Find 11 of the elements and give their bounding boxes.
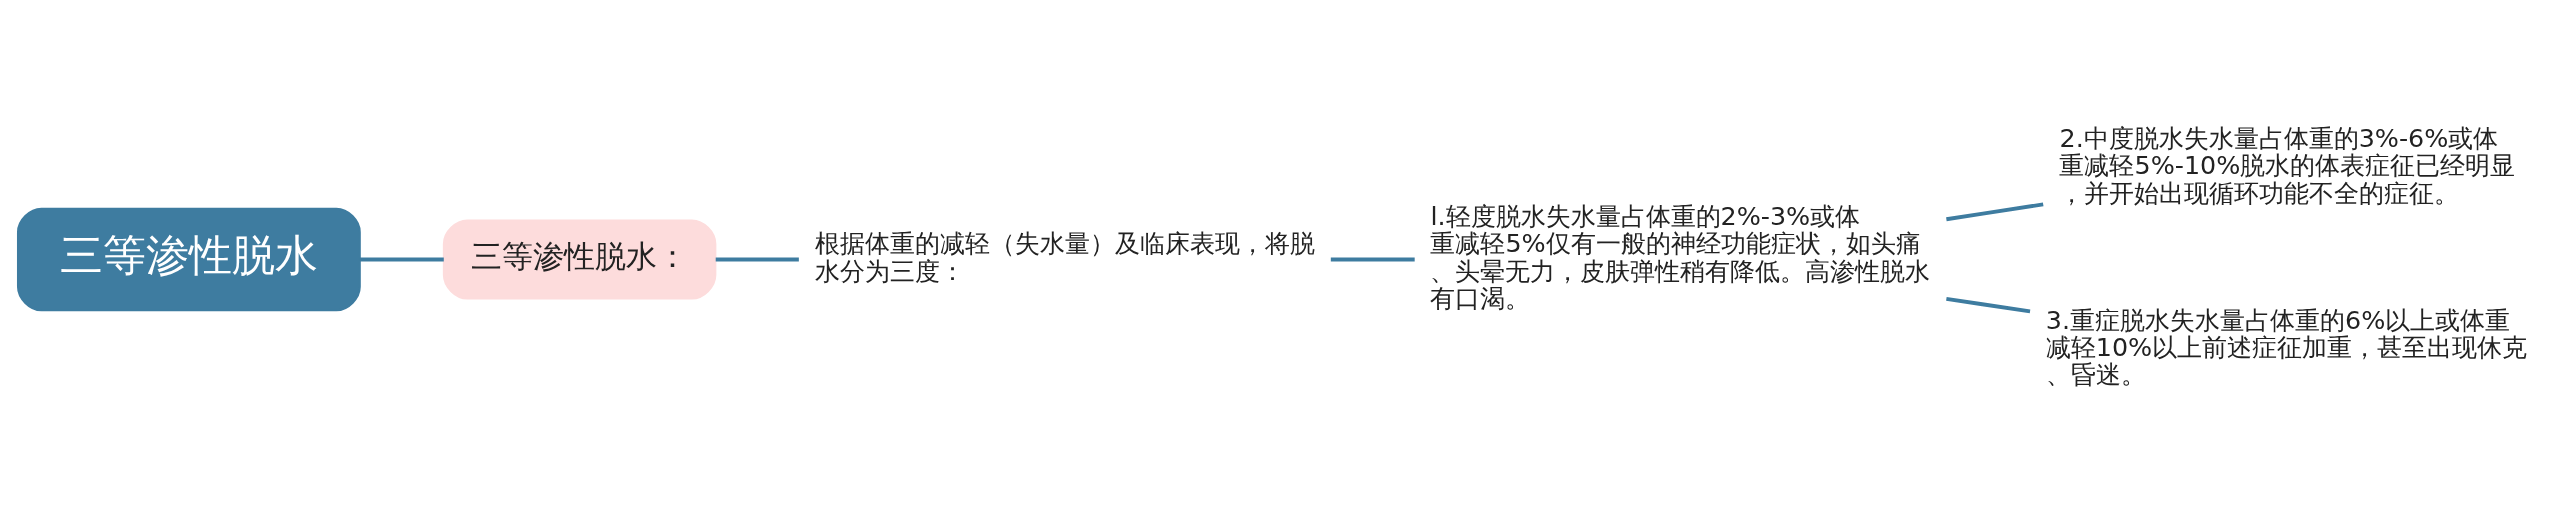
- node-text: 2.中度脱水失水量占体重的3%-6%或体重减轻5%-10%脱水的体表症征已经明显，并开始出现循环功能不全的症征。: [2059, 122, 2516, 208]
- node-box: 三等渗性脱水: [16, 207, 361, 311]
- connector: [1330, 257, 1415, 261]
- node-text: 根据体重的减轻（失水量）及临床表现，将脱水分为三度：: [815, 227, 1316, 286]
- connector: [1946, 202, 2044, 221]
- connector: [1946, 296, 2031, 313]
- connector: [359, 257, 444, 261]
- node-text: l.轻度脱水失水量占体重的2%-3%或体重减轻5%仅有一般的神经功能症状，如头痛、头晕无力，皮肤弹性稍有降低。高渗性脱水有口渴。: [1430, 200, 1931, 313]
- connector: [715, 257, 799, 261]
- node-text: 3.重症脱水失水量占体重的6%以上或体重减轻10%以上前述症征加重，甚至出现休克、昏迷。: [2045, 304, 2528, 389]
- node-box: 三等渗性脱水：: [442, 218, 717, 300]
